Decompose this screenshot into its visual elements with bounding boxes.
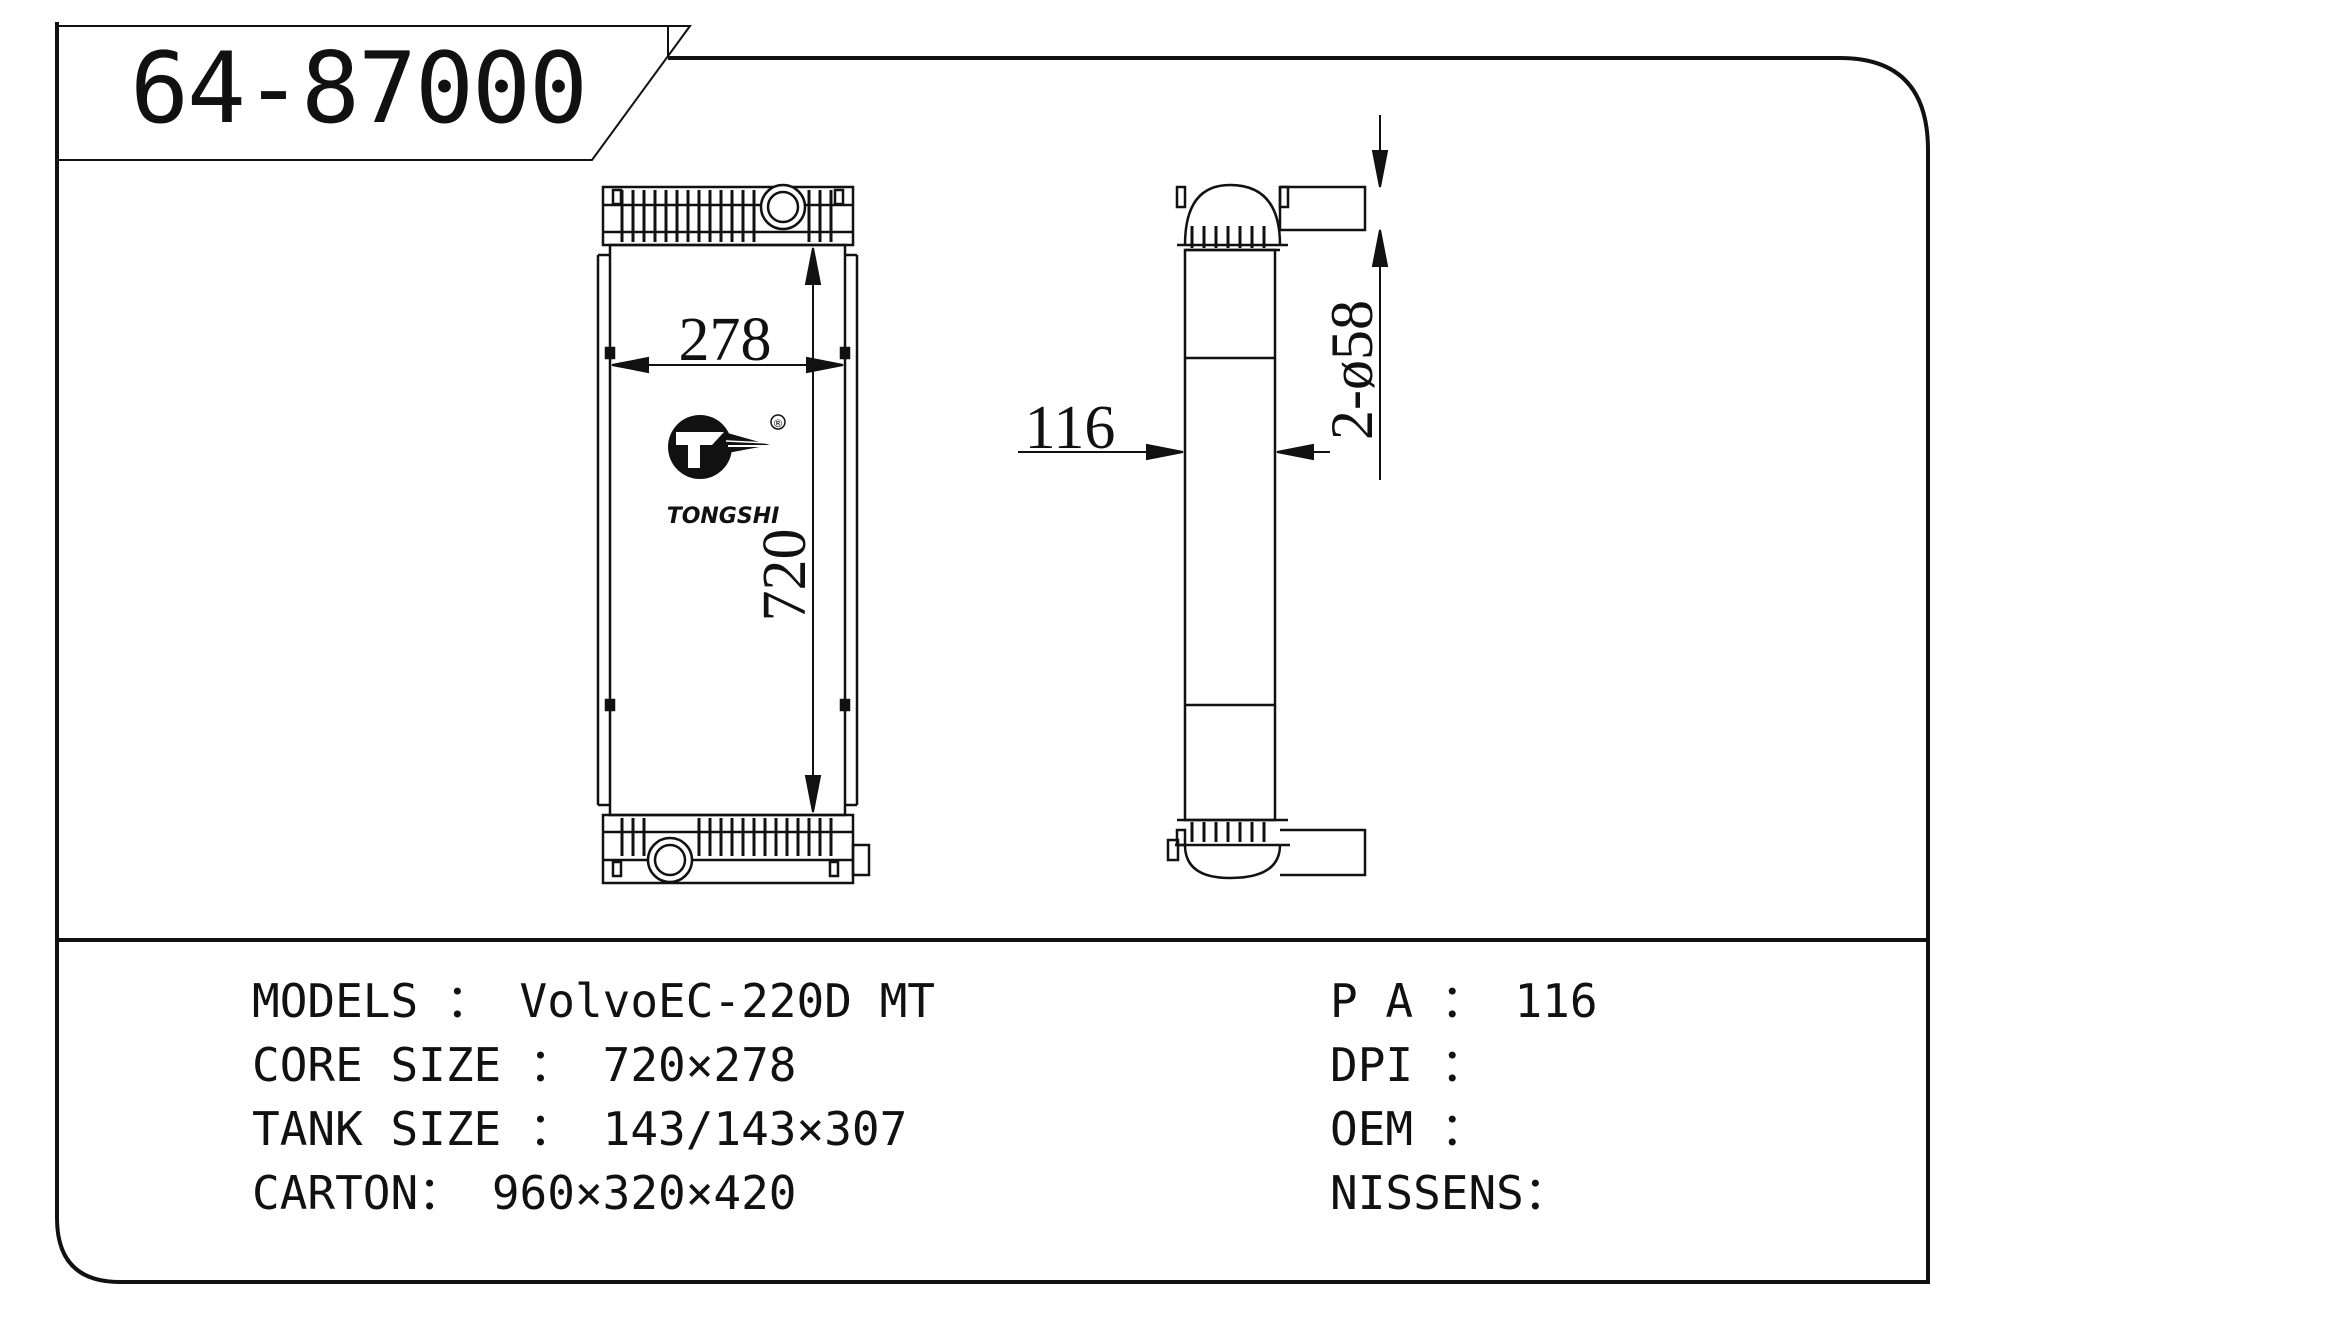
height-dimension-label: 720 [751,529,819,622]
side-bottom-fins [1190,822,1266,842]
width-dimension-label: 278 [679,306,772,374]
depth-dimension-label: 116 [1025,394,1116,462]
bottom-tank [601,813,855,885]
top-tank [601,185,855,247]
spec-tank-size: TANK SIZE ： 143/143×307 [252,1102,908,1156]
top-tank-profile [1183,183,1282,246]
pipe-diameter-label: 2-ø58 [1319,300,1385,440]
spec-pa: P A ： 116 [1330,974,1598,1028]
spec-carton: CARTON： 960×320×420 [252,1166,797,1220]
side-top-fins [1190,226,1266,248]
bottom-tank-fins [620,818,833,856]
top-tank-fins [620,190,833,242]
bottom-tank-profile [1183,844,1282,880]
spec-oem: OEM ： [1330,1102,1487,1156]
logo-brand-name: TONGSHI [667,504,780,529]
bottom-outlet-pipe [1280,828,1367,877]
side-core [1183,248,1277,822]
depth-dimension [1018,443,1330,461]
tongshi-logo [668,414,786,479]
logo-registered-mark: ® [773,417,784,430]
height-dimension [804,247,822,813]
spec-models: MODELS ： VolvoEC-220D MT [252,974,935,1028]
top-outlet-pipe [1280,185,1367,232]
title-tab [57,25,692,161]
width-dimension [611,356,844,374]
spec-dpi: DPI ： [1330,1038,1487,1092]
spec-core-size: CORE SIZE ： 720×278 [252,1038,797,1092]
side-view [1166,183,1367,880]
spec-nissens: NISSENS： [1330,1166,1570,1220]
pipe-diameter-dimension [1371,115,1389,480]
outer-frame [55,22,1930,1284]
front-view [596,183,871,885]
part-number: 64-87000 [130,32,588,146]
